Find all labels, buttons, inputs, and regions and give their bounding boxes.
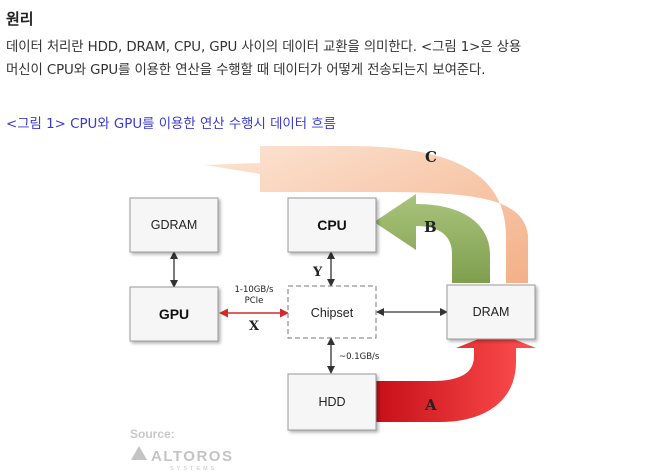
label-b: B [424,218,437,236]
box-gdram-label: GDRAM [151,218,198,232]
body-paragraph: 데이터 처리란 HDD, DRAM, CPU, GPU 사이의 데이터 교환을 … [6,36,648,82]
box-dram: DRAM [446,284,536,340]
paragraph-line-1: 데이터 처리란 HDD, DRAM, CPU, GPU 사이의 데이터 교환을 … [6,40,522,55]
source-brand-sub: SYSTEMS [170,466,217,472]
box-gpu: GPU [129,286,219,342]
label-pcie: PCIe [245,296,264,306]
box-hdd-label: HDD [318,395,345,409]
source-brand: ALTOROS [151,448,233,465]
box-chipset: Chipset [287,285,377,339]
box-chipset-label: Chipset [311,306,354,320]
paragraph-line-2: 머신이 CPU와 GPU를 이용한 연산을 수행할 때 데이터가 어떻게 전송되… [6,63,486,78]
label-c: C [425,148,437,166]
box-cpu-label: CPU [317,217,347,233]
label-y: Y [312,265,323,280]
label-hdd-speed: ~0.1GB/s [339,352,380,362]
flow-arrow-c [205,146,528,283]
label-a: A [424,396,437,414]
altoros-logo: ALTOROS SYSTEMS [131,446,233,472]
box-hdd: HDD [287,373,377,431]
box-dram-label: DRAM [473,305,510,319]
box-gpu-label: GPU [159,306,189,322]
flow-arrow-a [376,332,536,422]
flow-arrow-b [374,194,490,283]
source-label: Source: [130,427,175,441]
label-pcie-speed: 1-10GB/s [234,285,274,295]
section-heading: 원리 [6,10,34,28]
box-cpu: CPU [287,197,377,253]
box-gdram: GDRAM [129,197,219,253]
figure-caption: <그림 1> CPU와 GPU를 이용한 연산 수행시 데이터 흐름 [6,117,336,132]
altoros-logo-icon [131,446,147,460]
label-x: X [249,319,260,334]
